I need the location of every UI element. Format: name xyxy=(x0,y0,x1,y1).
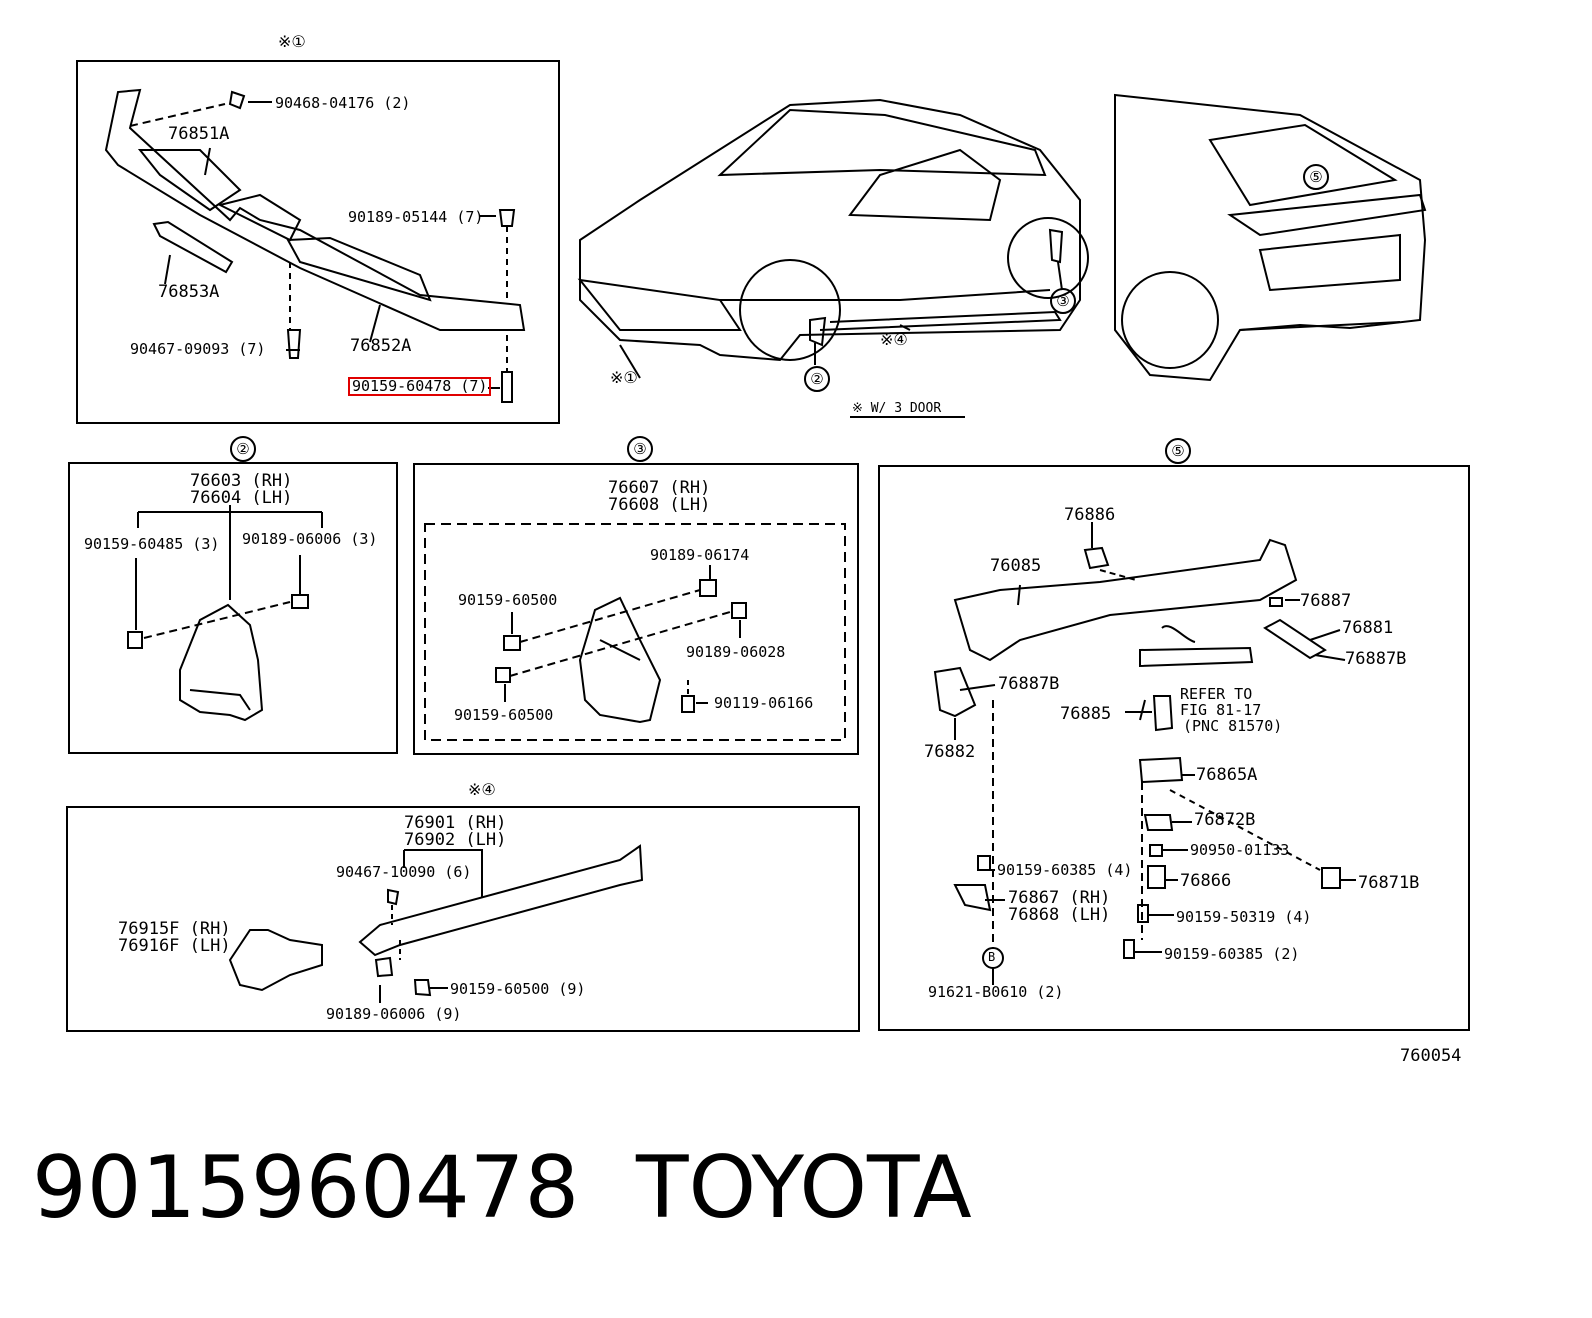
section-4-marker: ※④ xyxy=(468,780,496,799)
part-label: 90467-09093 (7) xyxy=(130,340,266,358)
part-label: 76885 xyxy=(1060,704,1112,724)
part-label: 76085 xyxy=(990,556,1042,576)
part-label: 76902 (LH) xyxy=(404,830,507,850)
part-label: 76901 (RH) xyxy=(404,813,507,833)
section-1-marker: ※① xyxy=(278,32,306,51)
part-label: 76608 (LH) xyxy=(608,495,711,515)
part-label: 76887B xyxy=(1345,649,1407,669)
panel-front-spoiler xyxy=(76,60,560,424)
part-label: 76916F (LH) xyxy=(118,936,231,956)
side-skirt-drawing xyxy=(228,844,644,1003)
rear-spoiler-drawing xyxy=(933,522,1356,985)
car-marker-2: ② xyxy=(804,366,830,392)
front-spoiler-drawing xyxy=(104,88,526,403)
part-label: 76604 (LH) xyxy=(190,488,293,508)
reference-note: FIG 81-17 xyxy=(1180,701,1262,719)
part-label: 90189-06006 (3) xyxy=(242,530,378,548)
part-label: 76853A xyxy=(158,282,220,302)
part-label: 90189-06028 xyxy=(686,643,786,661)
part-label: 76887 xyxy=(1300,591,1352,611)
part-label: 76607 (RH) xyxy=(608,478,711,498)
part-label: 90468-04176 (2) xyxy=(275,94,411,112)
part-label: 76881 xyxy=(1342,618,1394,638)
rear-mudguard-drawing xyxy=(424,523,846,741)
car-marker-3: ③ xyxy=(1050,288,1076,314)
part-label: 90159-60485 (3) xyxy=(84,535,220,553)
section-2-marker: ② xyxy=(230,436,256,462)
panel-rear-spoiler xyxy=(878,465,1470,1031)
part-label: 76872B xyxy=(1194,810,1256,830)
car-marker-4: ※④ xyxy=(880,330,908,349)
part-number-title: 9015960478 xyxy=(32,1138,580,1238)
car-rear-view xyxy=(1114,93,1427,382)
car-marker-1: ※① xyxy=(610,368,638,387)
part-label: 90189-05144 (7) xyxy=(348,208,484,226)
part-label: 76882 xyxy=(924,742,976,762)
part-label: 76886 xyxy=(1064,505,1116,525)
part-label: 76852A xyxy=(350,336,412,356)
part-label: 90159-60385 (4) xyxy=(997,861,1133,879)
section-3-marker: ③ xyxy=(627,436,653,462)
panel-rear-mudguard xyxy=(413,463,859,755)
part-label: 76915F (RH) xyxy=(118,919,231,939)
part-label: 90159-50319 (4) xyxy=(1176,908,1312,926)
part-label: 90159-60500 xyxy=(454,706,554,724)
car-front-view xyxy=(577,98,1089,418)
part-label: 90159-60385 (2) xyxy=(1164,945,1300,963)
part-label: 76851A xyxy=(168,124,230,144)
diagram-code: 760054 xyxy=(1400,1046,1462,1066)
part-label: 90159-60500 xyxy=(458,591,558,609)
part-label: 76887B xyxy=(998,674,1060,694)
part-label: 90159-60500 (9) xyxy=(450,980,586,998)
part-label: 76865A xyxy=(1196,765,1258,785)
panel-front-mudguard xyxy=(68,462,398,754)
part-label: 76603 (RH) xyxy=(190,471,293,491)
bolt-marker-b: B xyxy=(988,950,996,964)
car-marker-5: ⑤ xyxy=(1303,164,1329,190)
brand-title: TOYOTA xyxy=(636,1138,972,1238)
section-5-marker: ⑤ xyxy=(1165,438,1191,464)
part-label: 90950-01133 xyxy=(1190,841,1290,859)
part-label: 90189-06174 xyxy=(650,546,750,564)
part-label: 76871B xyxy=(1358,873,1420,893)
reference-note: (PNC 81570) xyxy=(1183,717,1283,735)
part-label: 91621-B0610 (2) xyxy=(928,983,1064,1001)
panel-side-skirt xyxy=(66,806,860,1032)
part-label: 76867 (RH) xyxy=(1008,888,1111,908)
reference-note: REFER TO xyxy=(1180,685,1253,703)
note-3door: ※ W/ 3 DOOR xyxy=(852,401,942,416)
front-mudguard-drawing xyxy=(127,505,323,722)
part-label: 90467-10090 (6) xyxy=(336,863,472,881)
part-label: 90189-06006 (9) xyxy=(326,1005,462,1023)
part-label: 76868 (LH) xyxy=(1008,905,1111,925)
part-label: 90119-06166 xyxy=(714,694,814,712)
highlighted-part-label[interactable]: 90159-60478 (7) xyxy=(348,377,492,396)
part-label: 76866 xyxy=(1180,871,1232,891)
